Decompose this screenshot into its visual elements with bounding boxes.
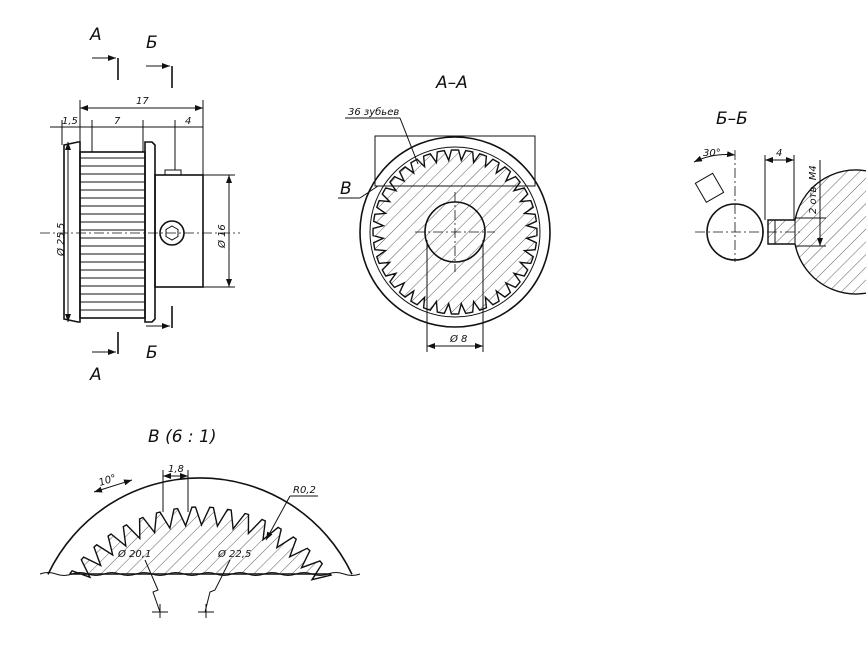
- dim-root-diameter: Ø 20,1: [117, 548, 151, 560]
- detail-v: В (6 : 1) 1,8 10° R0,2 Ø 20,1 Ø 22,5: [39, 427, 361, 618]
- detail-v-frame: [374, 135, 536, 187]
- side-view: А Б Б А 17 1,5 7 4 Ø 25: [40, 25, 240, 385]
- left-flange: [63, 141, 81, 323]
- dim-flange: 1,5: [62, 116, 78, 127]
- hex-socket-icon: [165, 225, 179, 241]
- detail-v-title: В (6 : 1): [148, 427, 217, 447]
- outer-flange-circle: [359, 136, 551, 328]
- leader-teeth-diag: [399, 117, 419, 165]
- set-screw-angled: [694, 172, 725, 204]
- section-aa: А–А 36 зубьев В Ø 8: [338, 73, 551, 352]
- right-flange: [144, 141, 156, 323]
- section-bb-title: Б–Б: [716, 109, 748, 129]
- toothed-section: [79, 151, 146, 319]
- tooth-lines: [80, 157, 145, 311]
- dim-radius: R0,2: [293, 485, 316, 496]
- dim-pitch: 1,8: [168, 464, 184, 475]
- dim-tip-diameter: Ø 22,5: [217, 548, 251, 560]
- dim-teeth-width: 7: [114, 116, 121, 127]
- section-bb: Б–Б 30° 4 2 отв. М4: [693, 109, 866, 295]
- section-a-label-top: А: [89, 25, 102, 45]
- dim-angle: 30°: [703, 148, 721, 159]
- flange-outer-arc: [47, 477, 353, 575]
- leader-root-diameter: [144, 559, 161, 613]
- leader-radius-diag: [265, 495, 291, 541]
- flange-inner-circle: [369, 146, 541, 318]
- dim-bore: Ø 8: [449, 333, 467, 345]
- break-line: [39, 572, 361, 576]
- screw-head-top: [164, 169, 182, 176]
- dim-screw-offset: 4: [185, 116, 191, 127]
- dim-hub-diameter: Ø 16: [216, 224, 228, 249]
- section-a-label-bottom: А: [89, 365, 102, 385]
- section-b-label-top: Б: [146, 33, 158, 53]
- dim-outer-diameter: Ø 25,5: [55, 223, 67, 257]
- dim-angle-line: [93, 479, 133, 493]
- holes-note: 2 отв. М4: [808, 165, 819, 214]
- leader-v-diag: [359, 185, 379, 199]
- teeth-count-label: 36 зубьев: [348, 106, 399, 118]
- section-b-label-bottom: Б: [146, 343, 158, 363]
- leader-tip-diameter: [204, 559, 231, 613]
- dim-offset: 4: [776, 148, 782, 159]
- detail-marker-v: В: [340, 179, 352, 199]
- section-aa-title: А–А: [435, 73, 468, 93]
- hub-section-hatched: [767, 169, 866, 295]
- dim-angle: 10°: [98, 473, 118, 489]
- dim-angle-arc: [693, 151, 736, 163]
- hub: [154, 174, 204, 288]
- dim-overall-width: 17: [136, 96, 149, 107]
- detail-teeth-hatched: [69, 506, 333, 581]
